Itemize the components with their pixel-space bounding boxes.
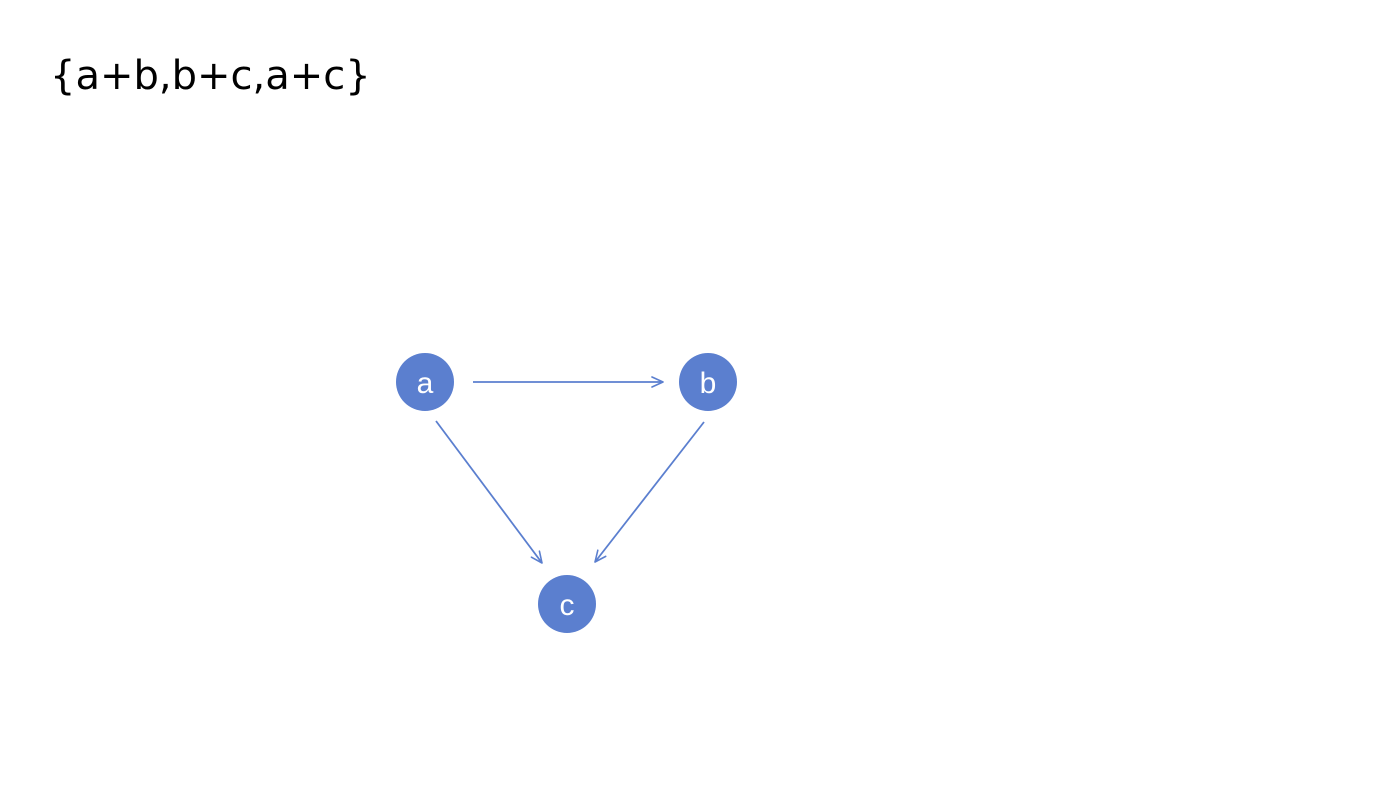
node-a-label: a	[417, 367, 434, 400]
node-a: a	[396, 353, 454, 411]
set-expression: {a+b,b+c,a+c}	[50, 53, 371, 99]
edge-b-to-c	[594, 421, 705, 563]
node-b-label: b	[700, 367, 717, 400]
edge-a-to-c	[435, 420, 543, 564]
node-c: c	[538, 575, 596, 633]
node-b: b	[679, 353, 737, 411]
node-c-label: c	[560, 589, 575, 622]
